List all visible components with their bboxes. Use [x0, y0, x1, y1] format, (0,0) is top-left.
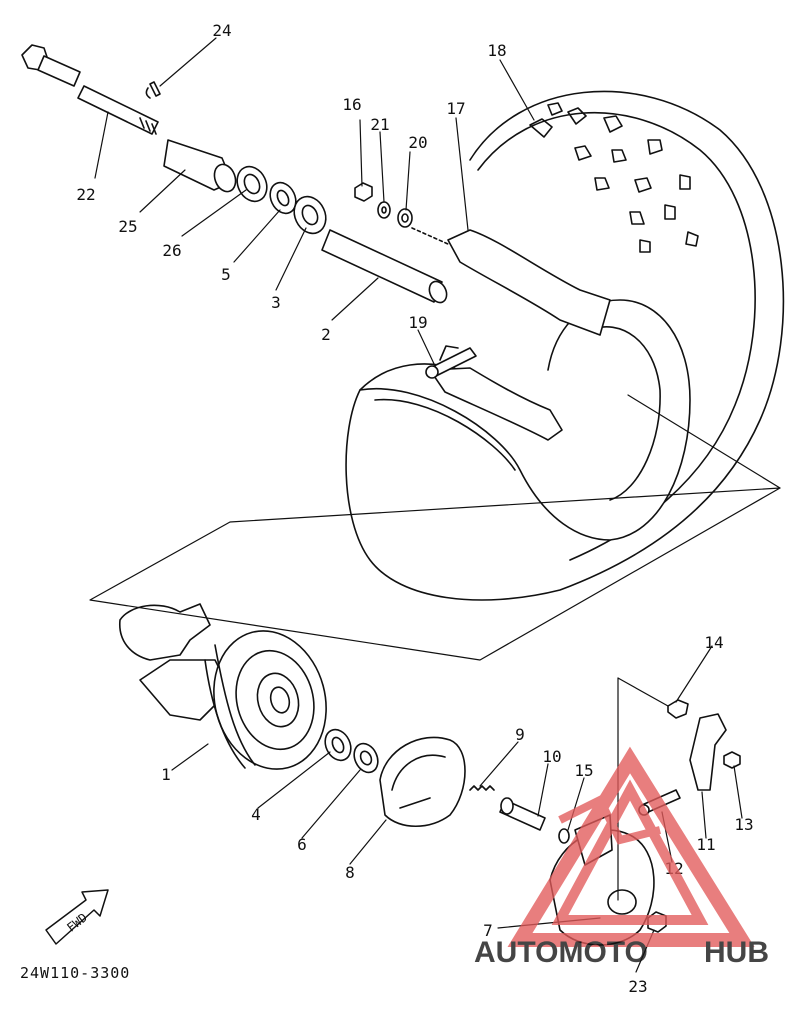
callout-5: 5: [221, 265, 231, 284]
callout-21: 21: [370, 115, 389, 134]
watermark-logo: AUTOMOTO HUB: [474, 746, 769, 969]
callout-labels: 24 22 25 26 5 3 16 21 20 17 18 2 19 1 4 …: [76, 21, 753, 996]
callout-16: 16: [342, 95, 361, 114]
callout-3: 3: [271, 293, 281, 312]
oil-seal-26: [236, 165, 268, 203]
seal-6: [353, 742, 379, 774]
callout-7: 7: [483, 921, 493, 940]
bearing-4: [324, 728, 352, 762]
callout-2: 2: [321, 325, 331, 344]
collar-2: [321, 229, 448, 304]
callout-19: 19: [408, 313, 427, 332]
nut-13: [723, 751, 741, 769]
spring-9: [469, 785, 495, 791]
watermark-text-left: AUTOMOTO: [474, 936, 648, 969]
callout-4: 4: [251, 805, 261, 824]
washer-14: [667, 699, 689, 719]
callout-15: 15: [574, 761, 593, 780]
callout-6: 6: [297, 835, 307, 854]
callout-25: 25: [118, 217, 137, 236]
callout-23: 23: [628, 977, 647, 996]
callout-11: 11: [696, 835, 715, 854]
callout-26: 26: [162, 241, 181, 260]
cotter-pin: [145, 81, 161, 99]
bearing-3: [293, 195, 327, 235]
hub-1: [119, 603, 327, 770]
axle-bolt: [21, 44, 159, 135]
leader-lines: [94, 37, 743, 973]
callout-8: 8: [345, 863, 355, 882]
callout-1: 1: [161, 765, 171, 784]
callout-18: 18: [487, 41, 506, 60]
spacer-25: [163, 139, 237, 193]
fwd-arrow-icon: [45, 889, 109, 945]
washer-20: [397, 208, 413, 228]
brake-arm-11: [689, 713, 727, 791]
diagram-code: 24W110-3300: [20, 964, 130, 982]
nut-16: [354, 182, 373, 202]
callout-13: 13: [734, 815, 753, 834]
callout-17: 17: [446, 99, 465, 118]
bearing-5: [269, 181, 297, 215]
watermark-triangle: [507, 746, 755, 947]
o-ring-15: [558, 828, 570, 844]
washer-21: [377, 201, 391, 219]
callout-14: 14: [704, 633, 723, 652]
camshaft-10: [499, 797, 546, 831]
callout-22: 22: [76, 185, 95, 204]
watermark-text-right: HUB: [704, 936, 769, 969]
callout-24: 24: [212, 21, 231, 40]
brake-shoes-8: [379, 736, 466, 827]
callout-20: 20: [408, 133, 427, 152]
callout-9: 9: [515, 725, 525, 744]
valve-19: [425, 347, 477, 379]
callout-10: 10: [542, 747, 561, 766]
